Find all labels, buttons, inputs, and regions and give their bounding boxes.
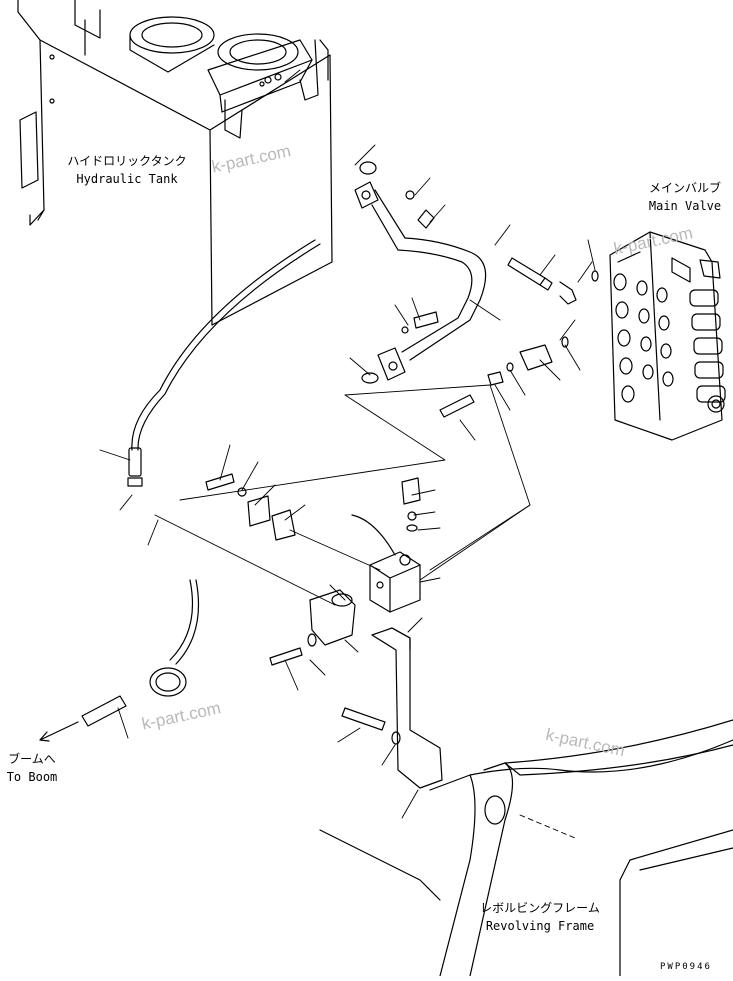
valve-label-en: Main Valve xyxy=(648,199,722,213)
hose xyxy=(128,240,320,486)
frame-label-jp: レボルビングフレーム xyxy=(480,901,600,915)
boom-label-en: To Boom xyxy=(6,770,58,784)
tank-label-jp: ハイドロリックタンク xyxy=(67,154,187,168)
boom-hose xyxy=(40,580,199,741)
leader-lines xyxy=(100,70,595,818)
main-valve xyxy=(610,232,725,440)
hydraulic-tank xyxy=(18,0,332,325)
bracket-frame xyxy=(320,628,733,976)
block-assembly xyxy=(206,474,420,665)
reference-lines xyxy=(155,385,575,838)
return-pipe xyxy=(355,182,486,380)
frame-label-en: Revolving Frame xyxy=(485,919,595,933)
valve-fittings xyxy=(360,162,598,417)
boom-label-jp: ブームへ xyxy=(8,752,56,766)
drawing-code: PWP0946 xyxy=(660,962,712,972)
tank-label-en: Hydraulic Tank xyxy=(76,172,178,186)
valve-label-jp: メインバルブ xyxy=(648,181,721,195)
